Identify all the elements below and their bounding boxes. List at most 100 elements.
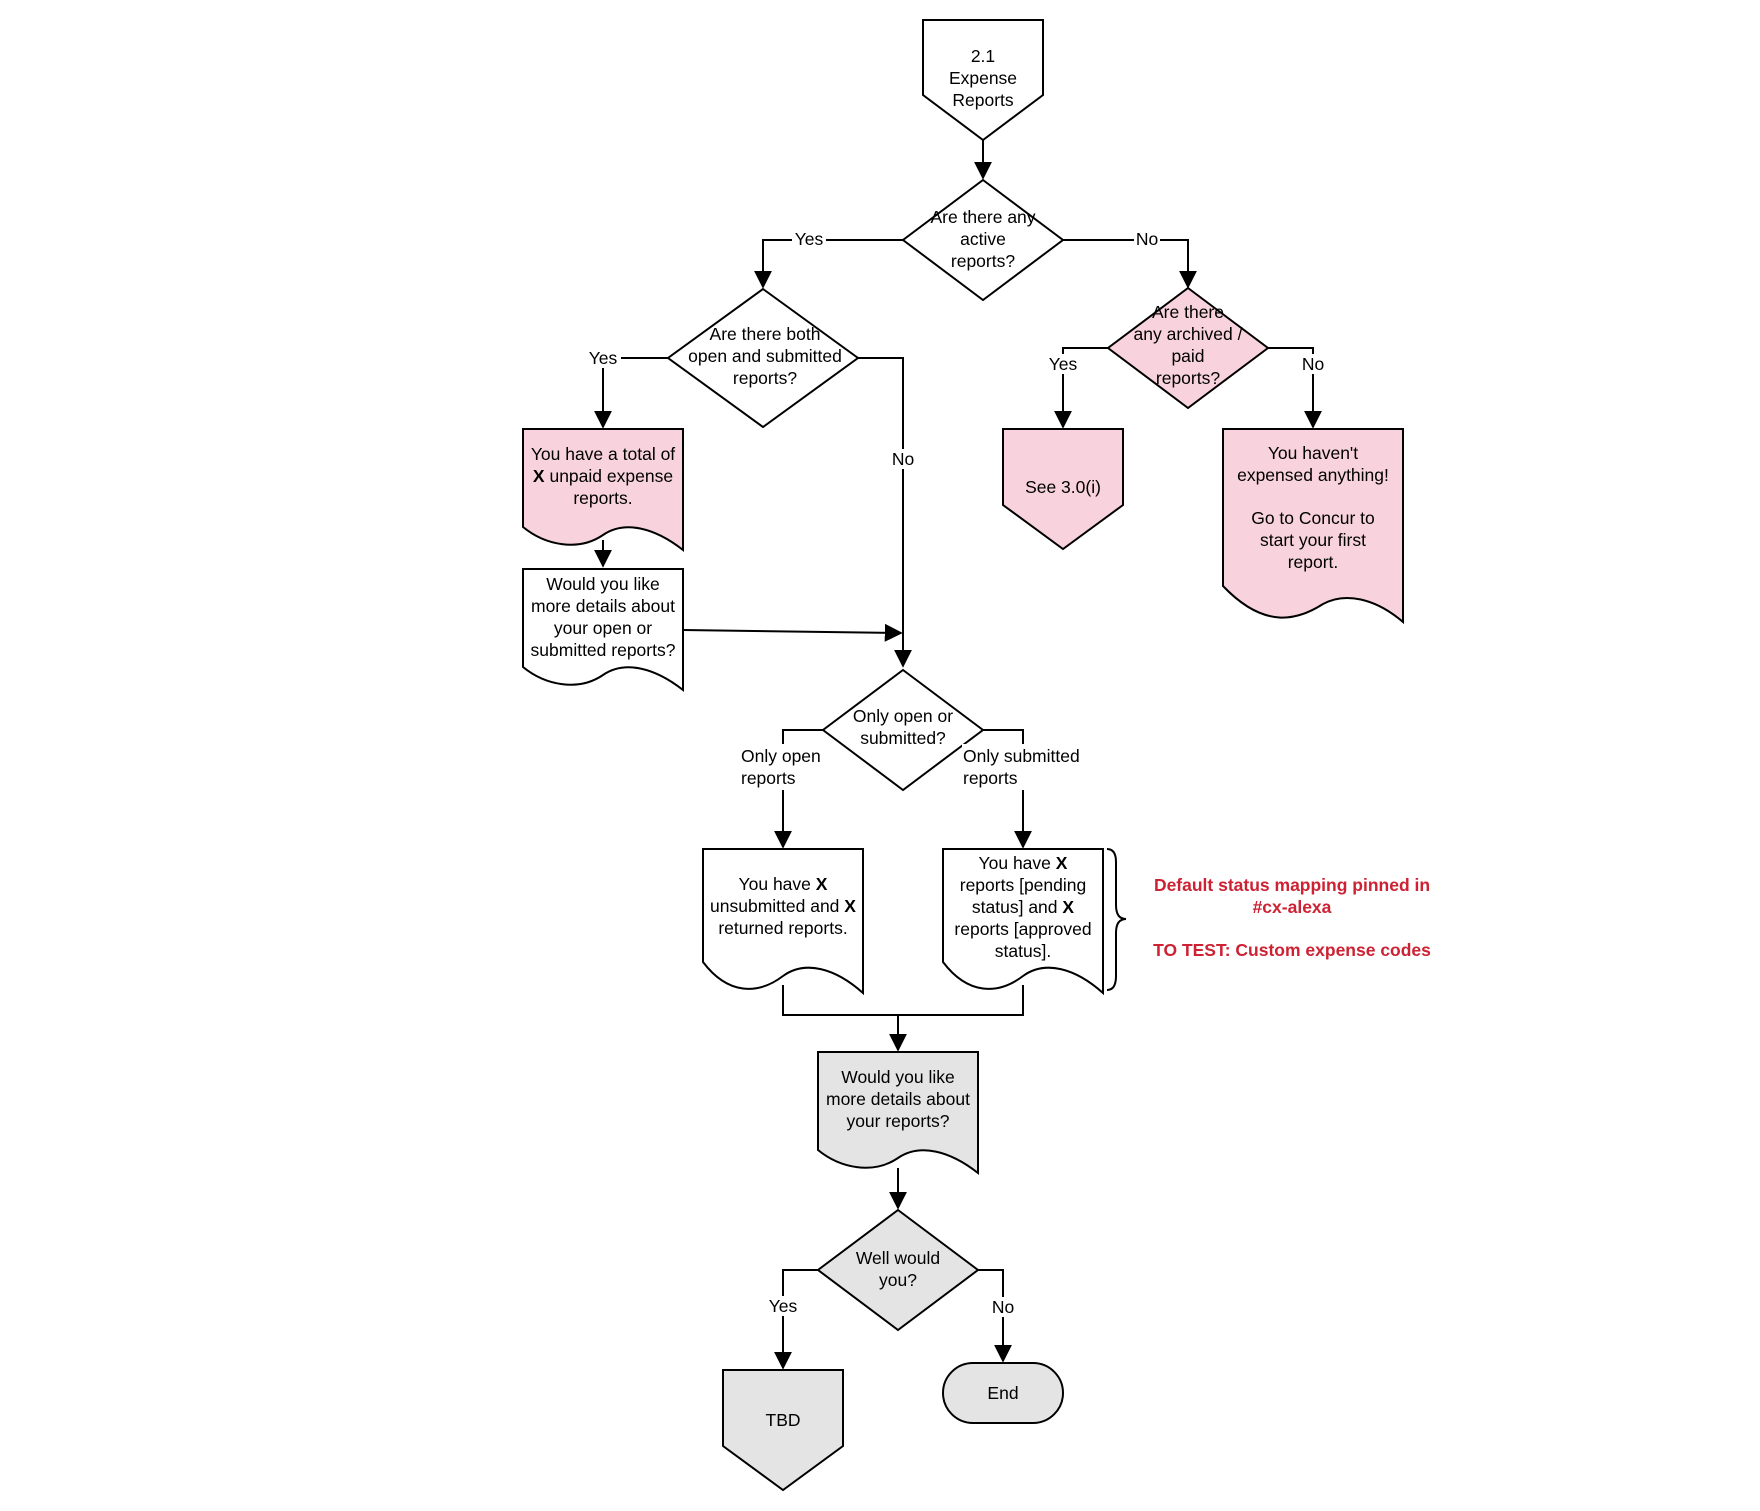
offpage-shape (722, 1369, 844, 1492)
label-only-open-line-1: Only open (741, 746, 821, 766)
label-bg (962, 744, 1086, 790)
edge-both-no (858, 357, 912, 668)
q-both-line-3: reports? (733, 368, 797, 388)
unsub-x-1: X (816, 874, 828, 894)
document-shape (1222, 428, 1404, 625)
doc-havent-expensed[interactable]: You haven't expensed anything! Go to Con… (1222, 428, 1404, 625)
doc-unsubmitted-returned[interactable]: You have X unsubmitted and X returned re… (702, 848, 864, 996)
more-open-line-2: more details about (531, 596, 675, 616)
decision-active-reports[interactable]: Are there any active reports? (901, 178, 1065, 302)
pend-x-2: X (1062, 897, 1074, 917)
unsub-x-2: X (844, 896, 856, 916)
edge-active-no (1063, 239, 1197, 289)
label-bg (990, 1297, 1016, 1317)
unsub-line-1-a: You have (739, 874, 816, 894)
q-would-line-1: Well would (856, 1248, 940, 1268)
label-bg (1134, 229, 1160, 249)
label-bg (890, 449, 916, 469)
q-active-line-3: reports? (951, 251, 1015, 271)
q-only-line-1: Only open or (853, 706, 953, 726)
note-line-1: Default status mapping pinned in (1154, 875, 1430, 895)
document-shape (702, 848, 864, 996)
note-line-2: #cx-alexa (1253, 897, 1332, 917)
edge-archived-yes (1054, 347, 1108, 429)
none-line-3: Go to Concur to (1251, 508, 1375, 528)
label-no-active: No (1136, 229, 1158, 249)
edge-more-to-merge (682, 623, 903, 642)
total-line-1: You have a total of (531, 444, 675, 464)
offpage-tbd[interactable]: TBD (722, 1369, 844, 1492)
pend-line-3: status] and X (972, 897, 1074, 917)
label-bg (585, 348, 621, 368)
terminator-shape (942, 1362, 1064, 1424)
doc-total-unpaid[interactable]: You have a total of X unpaid expense rep… (522, 428, 684, 553)
q-both-line-2: open and submitted (688, 346, 842, 366)
pend-line-2: reports [pending (960, 875, 1086, 895)
label-only-submitted-line-2: reports (963, 768, 1018, 788)
label-only-submitted-line-1: Only submitted (963, 746, 1080, 766)
pend-line-5: status]. (995, 941, 1051, 961)
edge-docs-merge (782, 985, 1024, 1016)
decision-archived-paid[interactable]: Are there any archived / paid reports? (1106, 286, 1270, 410)
more-reports-line-1: Would you like (841, 1067, 955, 1087)
tbd-label: TBD (766, 1410, 801, 1430)
pend-line-1-a: You have (979, 853, 1056, 873)
pend-line-3-a: status] and (972, 897, 1062, 917)
total-line-2-rest: unpaid expense (545, 466, 673, 486)
label-yes-both: Yes (589, 348, 618, 368)
edge-only-submitted (983, 729, 1032, 849)
start-node[interactable]: 2.1 Expense Reports (922, 19, 1044, 142)
more-open-line-3: your open or (554, 618, 652, 638)
label-bg (792, 229, 826, 249)
decision-shape (816, 1208, 980, 1332)
more-reports-line-3: your reports? (846, 1111, 949, 1131)
decision-shape (666, 287, 860, 429)
label-bg (765, 1296, 801, 1316)
edge-would-yes (774, 1269, 818, 1370)
edge-active-yes (754, 239, 903, 289)
annotation-brace (1106, 848, 1127, 991)
q-archived-line-4: reports? (1156, 368, 1220, 388)
label-yes-active: Yes (795, 229, 824, 249)
pend-line-1: You have X (979, 853, 1068, 873)
unsub-line-2: unsubmitted and X (710, 896, 856, 916)
decision-both-open-submitted[interactable]: Are there both open and submitted report… (666, 287, 860, 429)
note-line-3: TO TEST: Custom expense codes (1153, 940, 1431, 960)
edge-archived-no (1268, 347, 1322, 429)
unsub-line-2-a: unsubmitted and (710, 896, 844, 916)
label-only-open-line-2: reports (741, 768, 796, 788)
decision-shape (821, 668, 985, 792)
total-line-3: reports. (573, 488, 632, 508)
q-active-line-1: Are there any (930, 207, 1035, 227)
q-only-line-2: submitted? (860, 728, 946, 748)
label-yes-would: Yes (769, 1296, 798, 1316)
start-line-2: Expense (949, 68, 1017, 88)
q-active-line-2: active (960, 229, 1006, 249)
more-reports-line-2: more details about (826, 1089, 970, 1109)
decision-well-would-you[interactable]: Well would you? (816, 1208, 980, 1332)
see-30-label: See 3.0(i) (1025, 477, 1101, 497)
q-archived-line-3: paid (1171, 346, 1204, 366)
total-x: X (533, 466, 545, 486)
doc-more-details-reports[interactable]: Would you like more details about your r… (817, 1051, 979, 1176)
connectors (594, 140, 1322, 1370)
decision-only-open-or-submitted[interactable]: Only open or submitted? (821, 668, 985, 792)
total-line-2: X unpaid expense (533, 466, 673, 486)
q-archived-line-2: any archived / (1134, 324, 1243, 344)
document-shape (942, 848, 1104, 996)
offpage-see-3-0[interactable]: See 3.0(i) (1002, 428, 1124, 551)
offpage-shape (922, 19, 1044, 142)
end-label: End (987, 1383, 1018, 1403)
unsub-line-1: You have X (739, 874, 828, 894)
doc-more-details-open[interactable]: Would you like more details about your o… (522, 568, 684, 693)
document-shape (817, 1051, 979, 1176)
offpage-shape (1002, 428, 1124, 551)
terminator-end[interactable]: End (942, 1362, 1064, 1424)
document-shape (522, 568, 684, 693)
doc-pending-approved[interactable]: You have X reports [pending status] and … (942, 848, 1104, 996)
pend-x-1: X (1056, 853, 1068, 873)
label-yes-archived: Yes (1049, 354, 1078, 374)
unsub-line-3: returned reports. (718, 918, 847, 938)
more-open-line-4: submitted reports? (531, 640, 676, 660)
